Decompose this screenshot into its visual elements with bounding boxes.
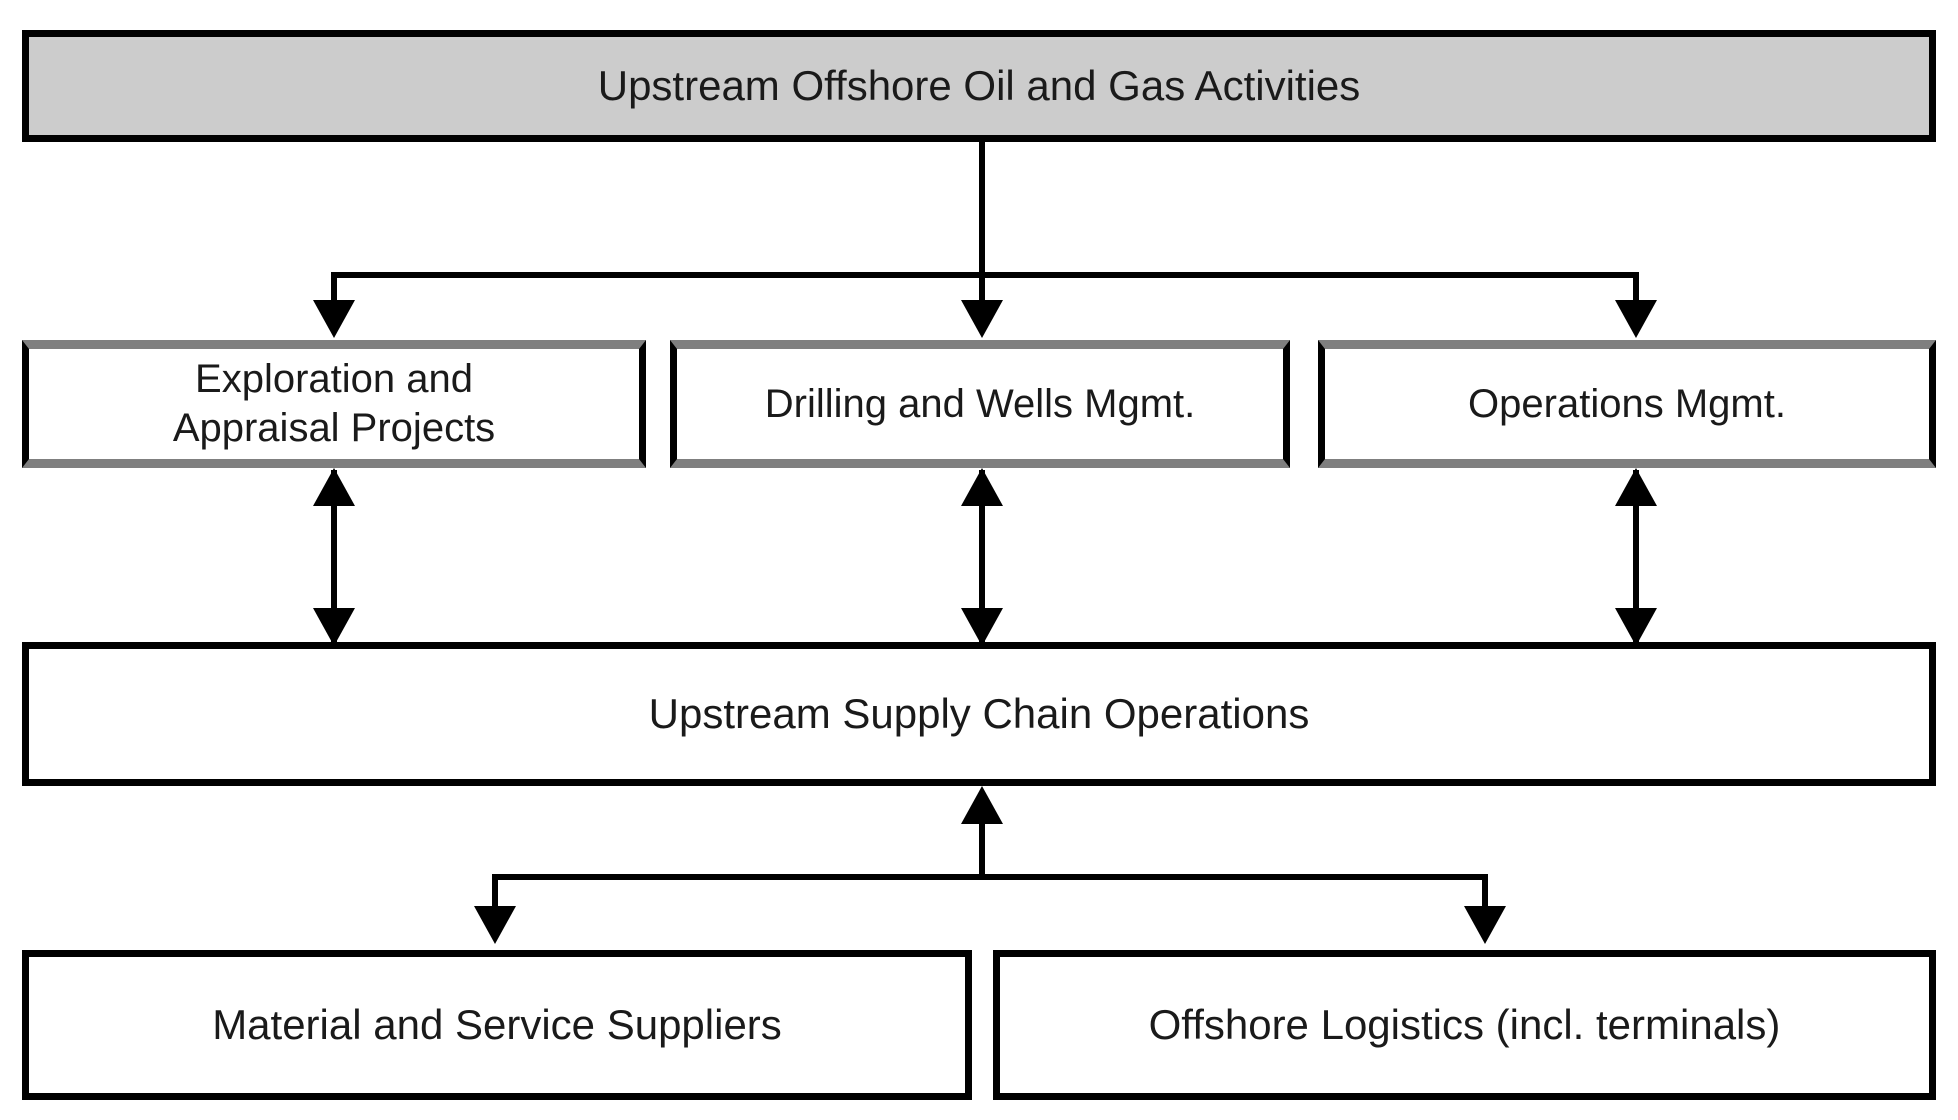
edge-bottom-drop-left: [492, 874, 498, 916]
node-label-drilling: Drilling and Wells Mgmt.: [764, 381, 1196, 426]
node-upstream-supply-chain-operations: Upstream Supply Chain Operations: [22, 642, 1936, 786]
arrowhead-to-supply-chain: [961, 786, 1003, 824]
arrowhead-operations-down: [1615, 608, 1657, 646]
node-label-root: Upstream Offshore Oil and Gas Activities: [597, 62, 1361, 110]
arrowhead-drilling-up: [961, 468, 1003, 506]
edge-root-drop-left: [331, 272, 337, 314]
edge-root-trunk: [979, 142, 985, 278]
node-label-suppliers: Material and Service Suppliers: [212, 1001, 782, 1049]
arrowhead-to-drilling: [961, 300, 1003, 338]
node-label-operations: Operations Mgmt.: [1468, 381, 1786, 426]
arrowhead-to-operations: [1615, 300, 1657, 338]
edge-exploration-supply: [331, 470, 337, 644]
arrowhead-exploration-down: [313, 608, 355, 646]
node-drilling-and-wells-mgmt: Drilling and Wells Mgmt.: [670, 340, 1290, 468]
node-label-supply-chain: Upstream Supply Chain Operations: [648, 690, 1310, 738]
edge-root-bus: [331, 272, 1639, 278]
node-operations-mgmt: Operations Mgmt.: [1318, 340, 1936, 468]
node-material-and-service-suppliers: Material and Service Suppliers: [22, 950, 972, 1100]
node-upstream-offshore-activities: Upstream Offshore Oil and Gas Activities: [22, 30, 1936, 142]
node-label-exploration: Exploration and Appraisal Projects: [172, 357, 496, 450]
edge-bottom-bus: [492, 874, 1488, 880]
edge-operations-supply: [1633, 470, 1639, 644]
edge-drilling-supply: [979, 470, 985, 644]
arrowhead-operations-up: [1615, 468, 1657, 506]
edge-bottom-trunk: [979, 818, 985, 880]
node-label-logistics: Offshore Logistics (incl. terminals): [1148, 1001, 1781, 1049]
arrowhead-drilling-down: [961, 608, 1003, 646]
edge-bottom-drop-right: [1482, 874, 1488, 916]
arrowhead-exploration-up: [313, 468, 355, 506]
edge-root-drop-center: [979, 272, 985, 314]
node-offshore-logistics: Offshore Logistics (incl. terminals): [993, 950, 1936, 1100]
edge-root-drop-right: [1633, 272, 1639, 314]
arrowhead-to-exploration: [313, 300, 355, 338]
arrowhead-to-logistics: [1464, 906, 1506, 944]
arrowhead-to-suppliers: [474, 906, 516, 944]
node-exploration-and-appraisal-projects: Exploration and Appraisal Projects: [22, 340, 646, 468]
